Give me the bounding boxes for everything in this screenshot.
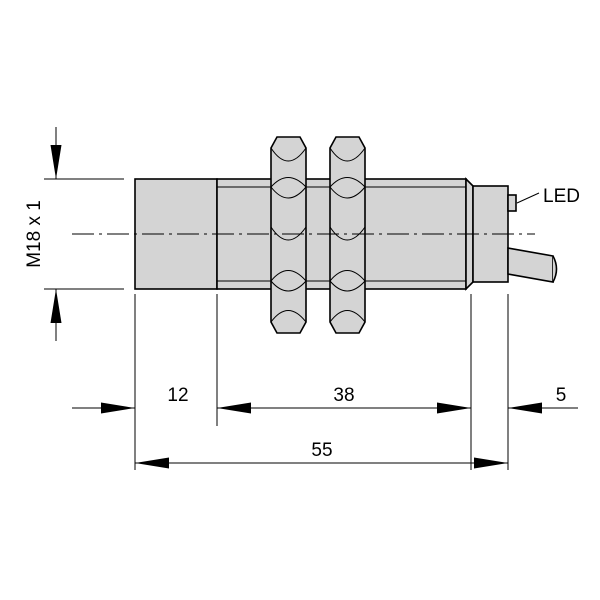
nut-right-facets [329,147,366,323]
cable [507,247,554,283]
dim-5-text: 5 [556,385,567,406]
nut-right [329,136,366,334]
nut-left-facets [270,147,307,323]
dim-38-text: 38 [333,385,354,406]
nut-left [270,136,307,334]
led-indicator [507,194,517,212]
dim-12-text: 12 [167,385,188,406]
dim-55-text: 55 [311,440,332,461]
thread-label: M18 x 1 [24,200,45,268]
led-label: LED [543,186,580,207]
cable-end [552,255,558,283]
led-leader-line [516,192,540,204]
